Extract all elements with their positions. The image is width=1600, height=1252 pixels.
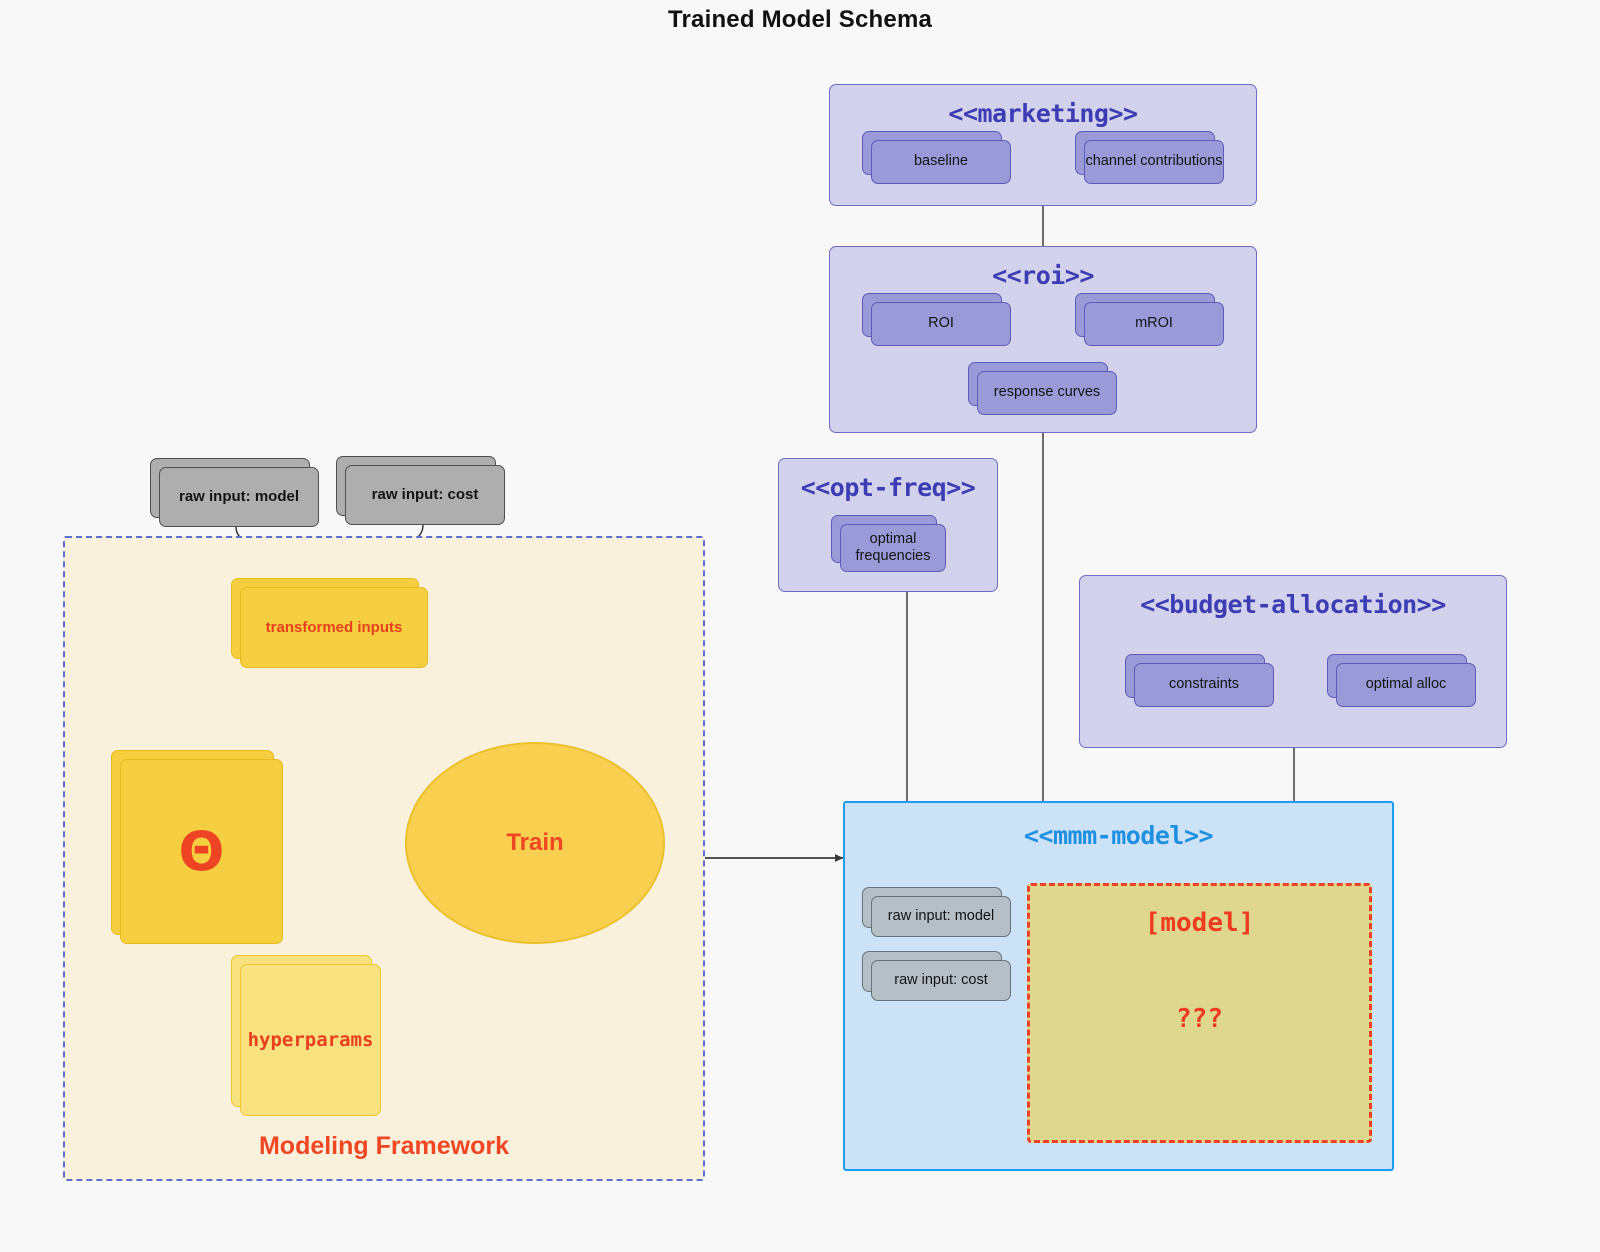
theta-glyph: Θ <box>178 819 225 883</box>
package-marketing-title: <<marketing>> <box>948 99 1138 128</box>
card-front: ROI <box>871 302 1011 346</box>
page-title: Trained Model Schema <box>667 6 933 33</box>
element-response-curves[interactable]: response curves <box>968 362 1117 415</box>
model-unknown-label: ??? <box>1176 1004 1223 1034</box>
element-mmm-raw-input-cost[interactable]: raw input: cost <box>862 951 1011 1001</box>
card-front: channel contributions <box>1084 140 1224 184</box>
element-transformed-inputs[interactable]: transformed inputs <box>231 578 428 668</box>
model-label: [model] <box>1144 908 1255 938</box>
card-front: mROI <box>1084 302 1224 346</box>
train-label: Train <box>506 829 564 856</box>
package-budget-allocation[interactable]: <<budget-allocation>> constraints optima… <box>1079 575 1507 748</box>
modeling-framework-label: Modeling Framework <box>258 1132 510 1160</box>
package-opt-freq-title: <<opt-freq>> <box>800 473 976 502</box>
package-opt-freq[interactable]: <<opt-freq>> optimal frequencies <box>778 458 998 592</box>
element-baseline[interactable]: baseline <box>862 131 1011 184</box>
card-front: constraints <box>1134 663 1274 707</box>
card-front: baseline <box>871 140 1011 184</box>
element-optimal-alloc[interactable]: optimal alloc <box>1327 654 1476 707</box>
train-activity-node[interactable]: Train <box>405 742 665 944</box>
card-front: Θ <box>120 759 283 944</box>
card-front: hyperparams <box>240 964 381 1116</box>
card-front: raw input: cost <box>871 960 1011 1001</box>
card-front: raw input: model <box>159 467 319 527</box>
element-roi[interactable]: ROI <box>862 293 1011 346</box>
package-budget-allocation-title: <<budget-allocation>> <box>1140 590 1446 619</box>
element-channel-contributions[interactable]: channel contributions <box>1075 131 1224 184</box>
card-front: raw input: model <box>871 896 1011 937</box>
package-mmm-model-title: <<mmm-model>> <box>1023 821 1214 850</box>
package-marketing[interactable]: <<marketing>> baseline channel contribut… <box>829 84 1257 206</box>
optimal-frequencies-line1: optimal <box>869 530 917 547</box>
card-front: optimal alloc <box>1336 663 1476 707</box>
package-mmm-model[interactable]: <<mmm-model>> raw input: model raw input… <box>843 801 1394 1171</box>
element-mmm-raw-input-model[interactable]: raw input: model <box>862 887 1011 937</box>
card-front: optimal frequencies <box>840 524 946 572</box>
element-optimal-frequencies[interactable]: optimal frequencies <box>831 515 946 572</box>
card-front: transformed inputs <box>240 587 428 668</box>
package-roi-title: <<roi>> <box>992 261 1094 290</box>
package-roi[interactable]: <<roi>> ROI mROI response curves <box>829 246 1257 433</box>
element-hyperparams[interactable]: hyperparams <box>231 955 381 1116</box>
element-mroi[interactable]: mROI <box>1075 293 1224 346</box>
element-raw-input-model[interactable]: raw input: model <box>150 458 319 527</box>
card-front: response curves <box>977 371 1117 415</box>
element-theta[interactable]: Θ <box>111 750 283 944</box>
element-raw-input-cost[interactable]: raw input: cost <box>336 456 505 525</box>
card-front: raw input: cost <box>345 465 505 525</box>
element-constraints[interactable]: constraints <box>1125 654 1274 707</box>
optimal-frequencies-line2: frequencies <box>855 548 931 564</box>
model-placeholder-box[interactable]: [model] ??? <box>1027 883 1372 1143</box>
